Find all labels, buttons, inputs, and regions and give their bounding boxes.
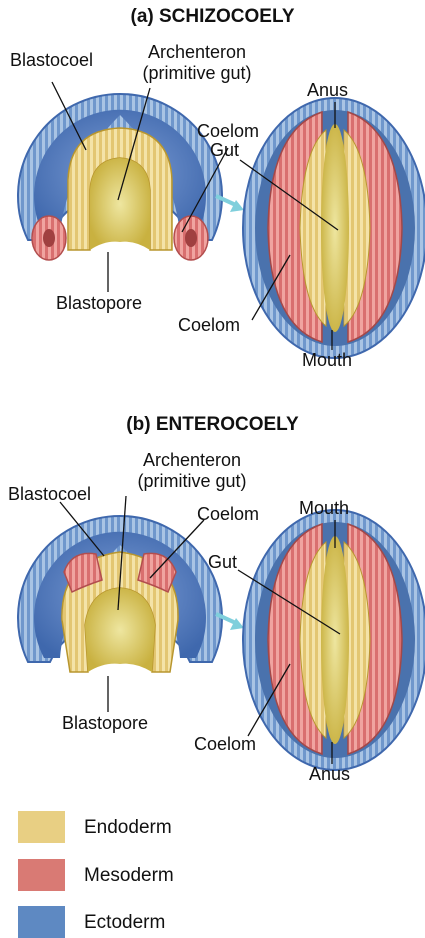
- label-anus-b: Anus: [309, 764, 350, 785]
- endoderm-label: Endoderm: [84, 817, 172, 839]
- label-mouth-b: Mouth: [299, 498, 349, 519]
- mesoderm-swatch: [18, 859, 65, 891]
- schizocoely-larva: [243, 98, 425, 358]
- label-gut-b: Gut: [208, 552, 237, 573]
- panel-a-title: (a) SCHIZOCOELY: [0, 6, 425, 28]
- label-archenteron-a: Archenteron (primitive gut): [112, 42, 282, 84]
- label-blastocoel-b: Blastocoel: [8, 484, 91, 505]
- label-coelom-b-lower: Coelom: [194, 734, 256, 755]
- enterocoely-gastrula: [18, 516, 222, 672]
- label-blastocoel-a: Blastocoel: [10, 50, 93, 71]
- panel-b-title: (b) ENTEROCOELY: [0, 414, 425, 436]
- label-blastopore-b: Blastopore: [62, 713, 148, 734]
- label-archenteron-a-line2: (primitive gut): [112, 63, 282, 84]
- label-archenteron-b-line2: (primitive gut): [102, 471, 282, 492]
- label-archenteron-b: Archenteron (primitive gut): [102, 450, 282, 492]
- schizocoely-gastrula: [18, 94, 222, 260]
- label-coelom-b-upper: Coelom: [197, 504, 259, 525]
- label-blastopore-a: Blastopore: [56, 293, 142, 314]
- label-mouth-a: Mouth: [302, 350, 352, 371]
- label-gut-a: Gut: [210, 140, 239, 161]
- enterocoely-larva: [243, 510, 425, 770]
- mesoderm-label: Mesoderm: [84, 865, 174, 887]
- ectoderm-swatch: [18, 906, 65, 938]
- label-anus-a: Anus: [307, 80, 348, 101]
- label-coelom-a-upper: Coelom: [197, 121, 259, 142]
- endoderm-swatch: [18, 811, 65, 843]
- label-archenteron-b-line1: Archenteron: [102, 450, 282, 471]
- ectoderm-label: Ectoderm: [84, 912, 165, 934]
- label-coelom-a-lower: Coelom: [178, 315, 240, 336]
- label-archenteron-a-line1: Archenteron: [112, 42, 282, 63]
